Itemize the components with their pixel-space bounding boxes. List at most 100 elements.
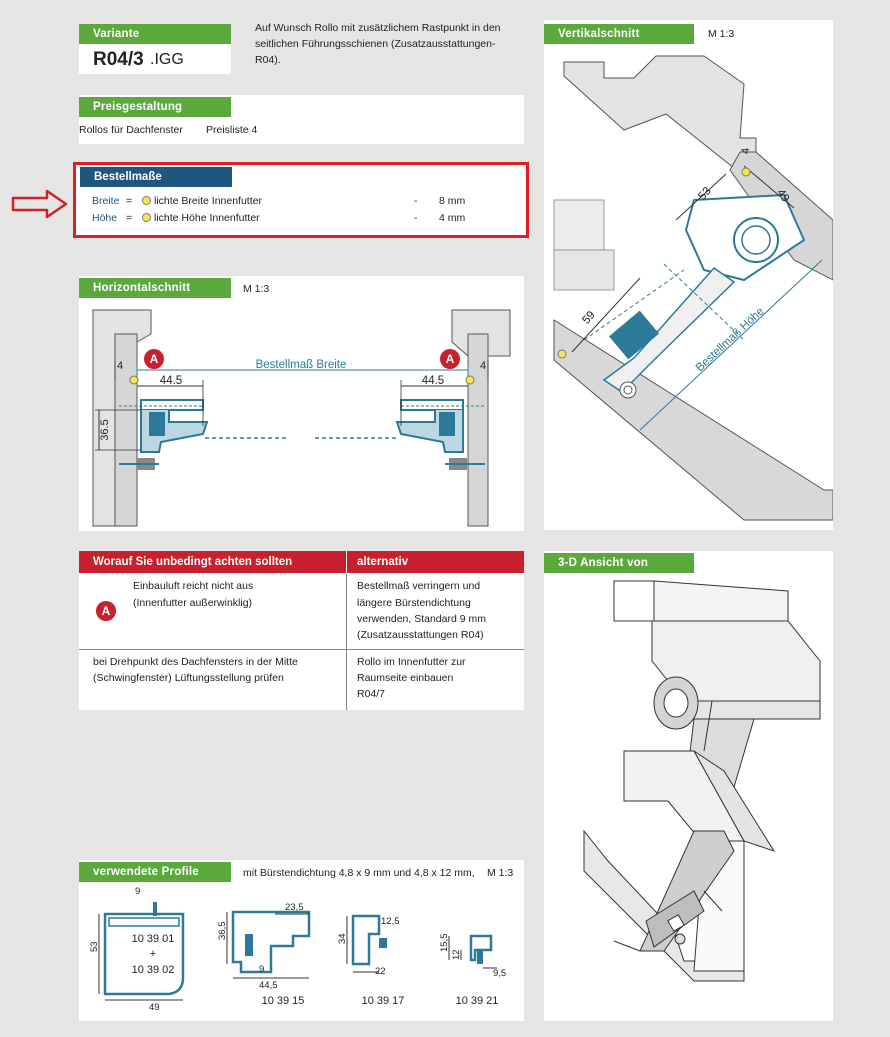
preis-header: Preisgestaltung xyxy=(79,97,231,117)
profile2-d1: 23,5 xyxy=(285,902,304,913)
profiles-drawing: 9 53 49 10 39 01 + 10 39 02 23,5 36,5 9 … xyxy=(89,886,506,1013)
profile-panel: verwendete Profile mit Bürstendichtung 4… xyxy=(79,860,524,1021)
vertikal-scale: M 1:3 xyxy=(708,28,735,40)
bestell-row-breite: Breite = lichte Breite Innenfutter - 8 m… xyxy=(92,195,512,211)
profile-scale: M 1:3 xyxy=(487,867,514,879)
preis-panel: Preisgestaltung Rollos für Dachfenster P… xyxy=(79,95,524,144)
horizontal-dim-445-right: 44.5 xyxy=(422,375,444,387)
achten-divider-horizontal xyxy=(79,649,524,650)
vertikal-dim-49: 49 xyxy=(774,187,791,204)
vertikal-dim-59: 59 xyxy=(580,309,597,327)
left-window-block-2 xyxy=(553,249,615,291)
bestell-breite-eq: = xyxy=(126,195,133,207)
profile1-d1: 9 xyxy=(135,886,140,897)
preis-text: Rollos für Dachfenster xyxy=(79,124,183,136)
profile-note: mit Bürstendichtung 4,8 x 9 mm und 4,8 x… xyxy=(243,867,475,879)
vertikal-drawing: 4 53 49 59 Bestellmaß Höhe xyxy=(553,55,833,521)
achten-panel: Worauf Sie unbedingt achten sollten alte… xyxy=(79,551,524,710)
bestell-panel: Bestellmaße Breite = lichte Breite Innen… xyxy=(73,162,529,238)
profile1-plus: + xyxy=(150,948,156,960)
left-profile xyxy=(119,399,209,470)
achten-row1-right-line4: (Zusatzausstattungen R04) xyxy=(357,629,484,641)
horizontal-drawing: Bestellmaß Breite 44.5 44.5 4 4 36.5 xyxy=(92,309,511,527)
preis-list: Preisliste 4 xyxy=(206,124,258,136)
horizontal-dim-4-right: 4 xyxy=(480,360,486,372)
variante-model-box: R04/3 .IGG xyxy=(79,44,231,74)
achten-header-left: Worauf Sie unbedingt achten sollten xyxy=(79,551,346,573)
variante-panel: Variante R04/3 .IGG Auf Wunsch Rollo mit… xyxy=(79,20,524,76)
vertikal-dim-hoehe: Bestellmaß Höhe xyxy=(694,305,767,374)
ansicht-header: 3-D Ansicht von innen xyxy=(544,553,694,589)
profile2-code: 10 39 15 xyxy=(262,995,305,1007)
right-profile xyxy=(395,399,485,470)
bestell-breite-dash: - xyxy=(414,195,418,207)
profile1-d3: 49 xyxy=(149,1002,160,1013)
achten-row2-right-line3: R04/7 xyxy=(357,688,386,700)
bestell-row-hoehe: Höhe = lichte Höhe Innenfutter - 4 mm xyxy=(92,212,512,228)
bestell-breite-label: Breite xyxy=(92,195,120,207)
horizontal-dim-365: 36.5 xyxy=(99,419,111,440)
bestell-hoehe-desc: lichte Höhe Innenfutter xyxy=(140,212,260,224)
profile4-code: 10 39 21 xyxy=(456,995,499,1007)
horizontal-panel: Horizontalschnitt M 1:3 xyxy=(79,276,524,531)
marker-a-table: A xyxy=(96,601,116,621)
horizontal-dim-4-left: 4 xyxy=(117,360,123,372)
variante-model-suffix: .IGG xyxy=(150,51,184,68)
bestell-header: Bestellmaße xyxy=(80,167,232,187)
profile-header: verwendete Profile xyxy=(79,862,231,882)
achten-header-right: alternativ xyxy=(347,551,524,573)
yellow-point-icon xyxy=(741,167,751,177)
variante-model-bold: R04/3 xyxy=(93,49,144,70)
profile2-d4: 44,5 xyxy=(259,980,278,991)
bestell-hoehe-label: Höhe xyxy=(92,212,118,224)
profile2-d2: 36,5 xyxy=(217,922,228,941)
achten-row2-right-line2: Raumseite einbauen xyxy=(357,672,454,684)
vertikal-header: Vertikalschnitt xyxy=(544,24,694,44)
horizontal-dim-breite: Bestellmaß Breite xyxy=(256,359,347,371)
profile4-d3: 9,5 xyxy=(493,968,506,979)
yellow-point-icon xyxy=(557,349,567,359)
achten-row1-left-line1: Einbauluft reicht nicht aus xyxy=(133,580,254,592)
horizontal-dim-445-left: 44.5 xyxy=(160,375,182,387)
upper-frame xyxy=(563,55,757,169)
order-arrow-icon xyxy=(11,189,69,222)
achten-row1-right-line1: Bestellmaß verringern und xyxy=(357,580,481,592)
achten-row1-right-line3: verwenden, Standard 9 mm xyxy=(357,613,486,625)
achten-row1-left-line2: (Innenfutter außerwinklig) xyxy=(133,597,253,609)
yellow-point-icon xyxy=(142,196,151,205)
marker-a-left: A xyxy=(144,349,164,369)
achten-divider-vertical xyxy=(346,573,347,710)
roof-strip xyxy=(553,319,833,521)
roller-tube xyxy=(733,217,779,263)
bestell-hoehe-value: 4 mm xyxy=(439,212,466,224)
achten-row2-right-line1: Rollo im Innenfutter zur xyxy=(357,656,466,668)
yellow-point-icon xyxy=(465,375,475,385)
variante-description: Auf Wunsch Rollo mit zusätzlichem Rastpu… xyxy=(255,22,501,66)
vertikal-dim-4: 4 xyxy=(740,148,752,154)
yellow-point-icon xyxy=(129,375,139,385)
profile3-code: 10 39 17 xyxy=(362,995,405,1007)
yellow-point-icon xyxy=(142,213,151,222)
ansicht-panel: 3-D Ansicht von innen xyxy=(544,551,833,1021)
profile3-d3: 22 xyxy=(375,966,386,977)
bestell-breite-desc: lichte Breite Innenfutter xyxy=(140,195,262,207)
bestell-breite-value: 8 mm xyxy=(439,195,466,207)
profile1-code2: 10 39 02 xyxy=(132,964,175,976)
achten-row2-left-line2: (Schwingfenster) Lüftungsstellung prüfen xyxy=(93,672,284,684)
profile1-code: 10 39 01 xyxy=(132,933,175,945)
bestell-hoehe-eq: = xyxy=(126,212,133,224)
profile4-d2: 12 xyxy=(451,949,462,960)
profile2-d3: 9 xyxy=(259,964,264,975)
horizontal-scale: M 1:3 xyxy=(243,283,270,295)
3d-view-drawing xyxy=(583,580,821,982)
bestell-hoehe-dash: - xyxy=(414,212,418,224)
profile4-d1: 15,5 xyxy=(439,934,450,953)
vertikal-panel: Vertikalschnitt M 1:3 4 53 49 59 Bestell… xyxy=(544,20,833,530)
achten-row1-right-line2: längere Bürstendichtung xyxy=(357,597,471,609)
profile1-d2: 53 xyxy=(89,941,100,952)
marker-a-right: A xyxy=(440,349,460,369)
profile3-d1: 12,5 xyxy=(381,916,400,927)
achten-row2-left-line1: bei Drehpunkt des Dachfensters in der Mi… xyxy=(93,656,298,668)
horizontal-header: Horizontalschnitt xyxy=(79,278,231,298)
variante-header: Variante xyxy=(79,24,231,44)
